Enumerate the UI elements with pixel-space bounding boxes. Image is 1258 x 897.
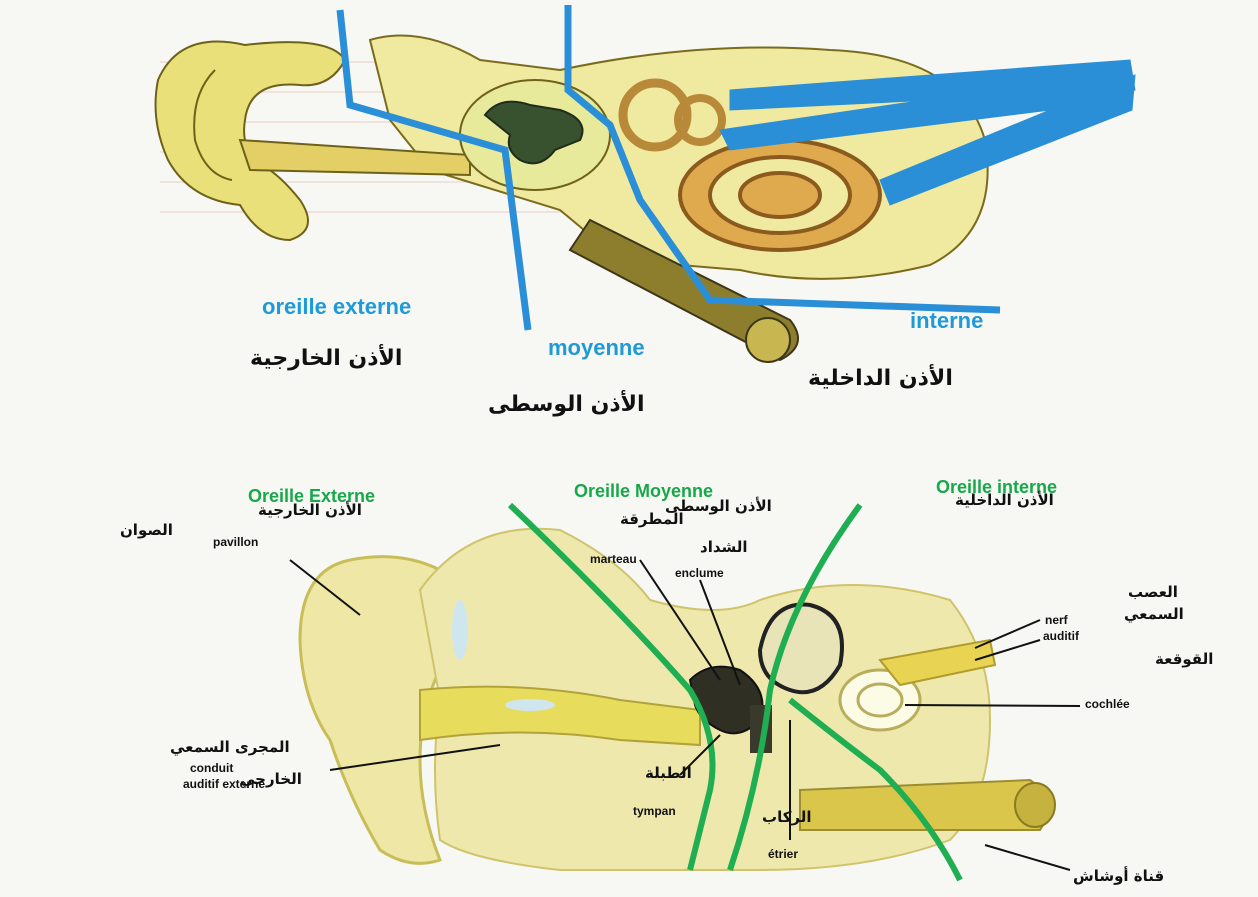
label-nerf-fr-2: auditif bbox=[1043, 630, 1079, 642]
top-label-outer-fr: oreille externe bbox=[262, 296, 411, 318]
bottom-region-outer-ar: الأذن الخارجية bbox=[258, 503, 362, 518]
top-cochlea bbox=[680, 140, 880, 250]
top-label-outer-ar: الأذن الخارجية bbox=[250, 348, 402, 370]
bottom-blue-patch-1 bbox=[452, 600, 468, 660]
label-marteau-fr: marteau bbox=[590, 553, 637, 565]
label-trompe-ar: قناة أوشاش bbox=[1073, 869, 1164, 884]
label-conduit-ar: المجرى السمعي bbox=[170, 740, 290, 755]
label-pavillon-ar: الصوان bbox=[120, 523, 173, 538]
top-label-middle-ar: الأذن الوسطى bbox=[488, 394, 645, 416]
label-pavillon-fr: pavillon bbox=[213, 536, 258, 548]
label-etrier-fr: étrier bbox=[768, 848, 798, 860]
label-cochlee-ar: القوقعة bbox=[1155, 652, 1213, 667]
bottom-blue-patch-2 bbox=[505, 699, 555, 711]
label-tympan-ar: الطبلة bbox=[645, 766, 692, 781]
top-label-inner-fr: interne bbox=[910, 310, 983, 332]
bottom-region-inner-ar: الأذن الداخلية bbox=[955, 493, 1054, 508]
label-conduit-fr-2: auditif externe bbox=[183, 778, 265, 790]
bottom-tube-end bbox=[1015, 783, 1055, 827]
label-enclume-ar: الشداد bbox=[700, 540, 748, 555]
bottom-ear-diagram bbox=[290, 505, 1080, 880]
label-nerf-ar-1: العصب bbox=[1128, 585, 1178, 600]
top-label-middle-fr: moyenne bbox=[548, 337, 645, 359]
label-etrier-ar: الركاب bbox=[762, 810, 812, 825]
top-label-inner-ar: الأذن الداخلية bbox=[808, 368, 953, 390]
label-conduit-fr-1: conduit bbox=[190, 762, 233, 774]
label-cochlee-fr: cochlée bbox=[1085, 698, 1130, 710]
ghost-line-1 bbox=[860, 318, 865, 338]
label-nerf-ar-2: السمعي bbox=[1124, 607, 1184, 622]
label-marteau-ar: المطرقة bbox=[620, 512, 684, 527]
top-tube-end bbox=[746, 318, 790, 362]
label-nerf-fr-1: nerf bbox=[1045, 614, 1068, 626]
label-tympan-fr: tympan bbox=[633, 805, 676, 817]
label-enclume-fr: enclume bbox=[675, 567, 724, 579]
